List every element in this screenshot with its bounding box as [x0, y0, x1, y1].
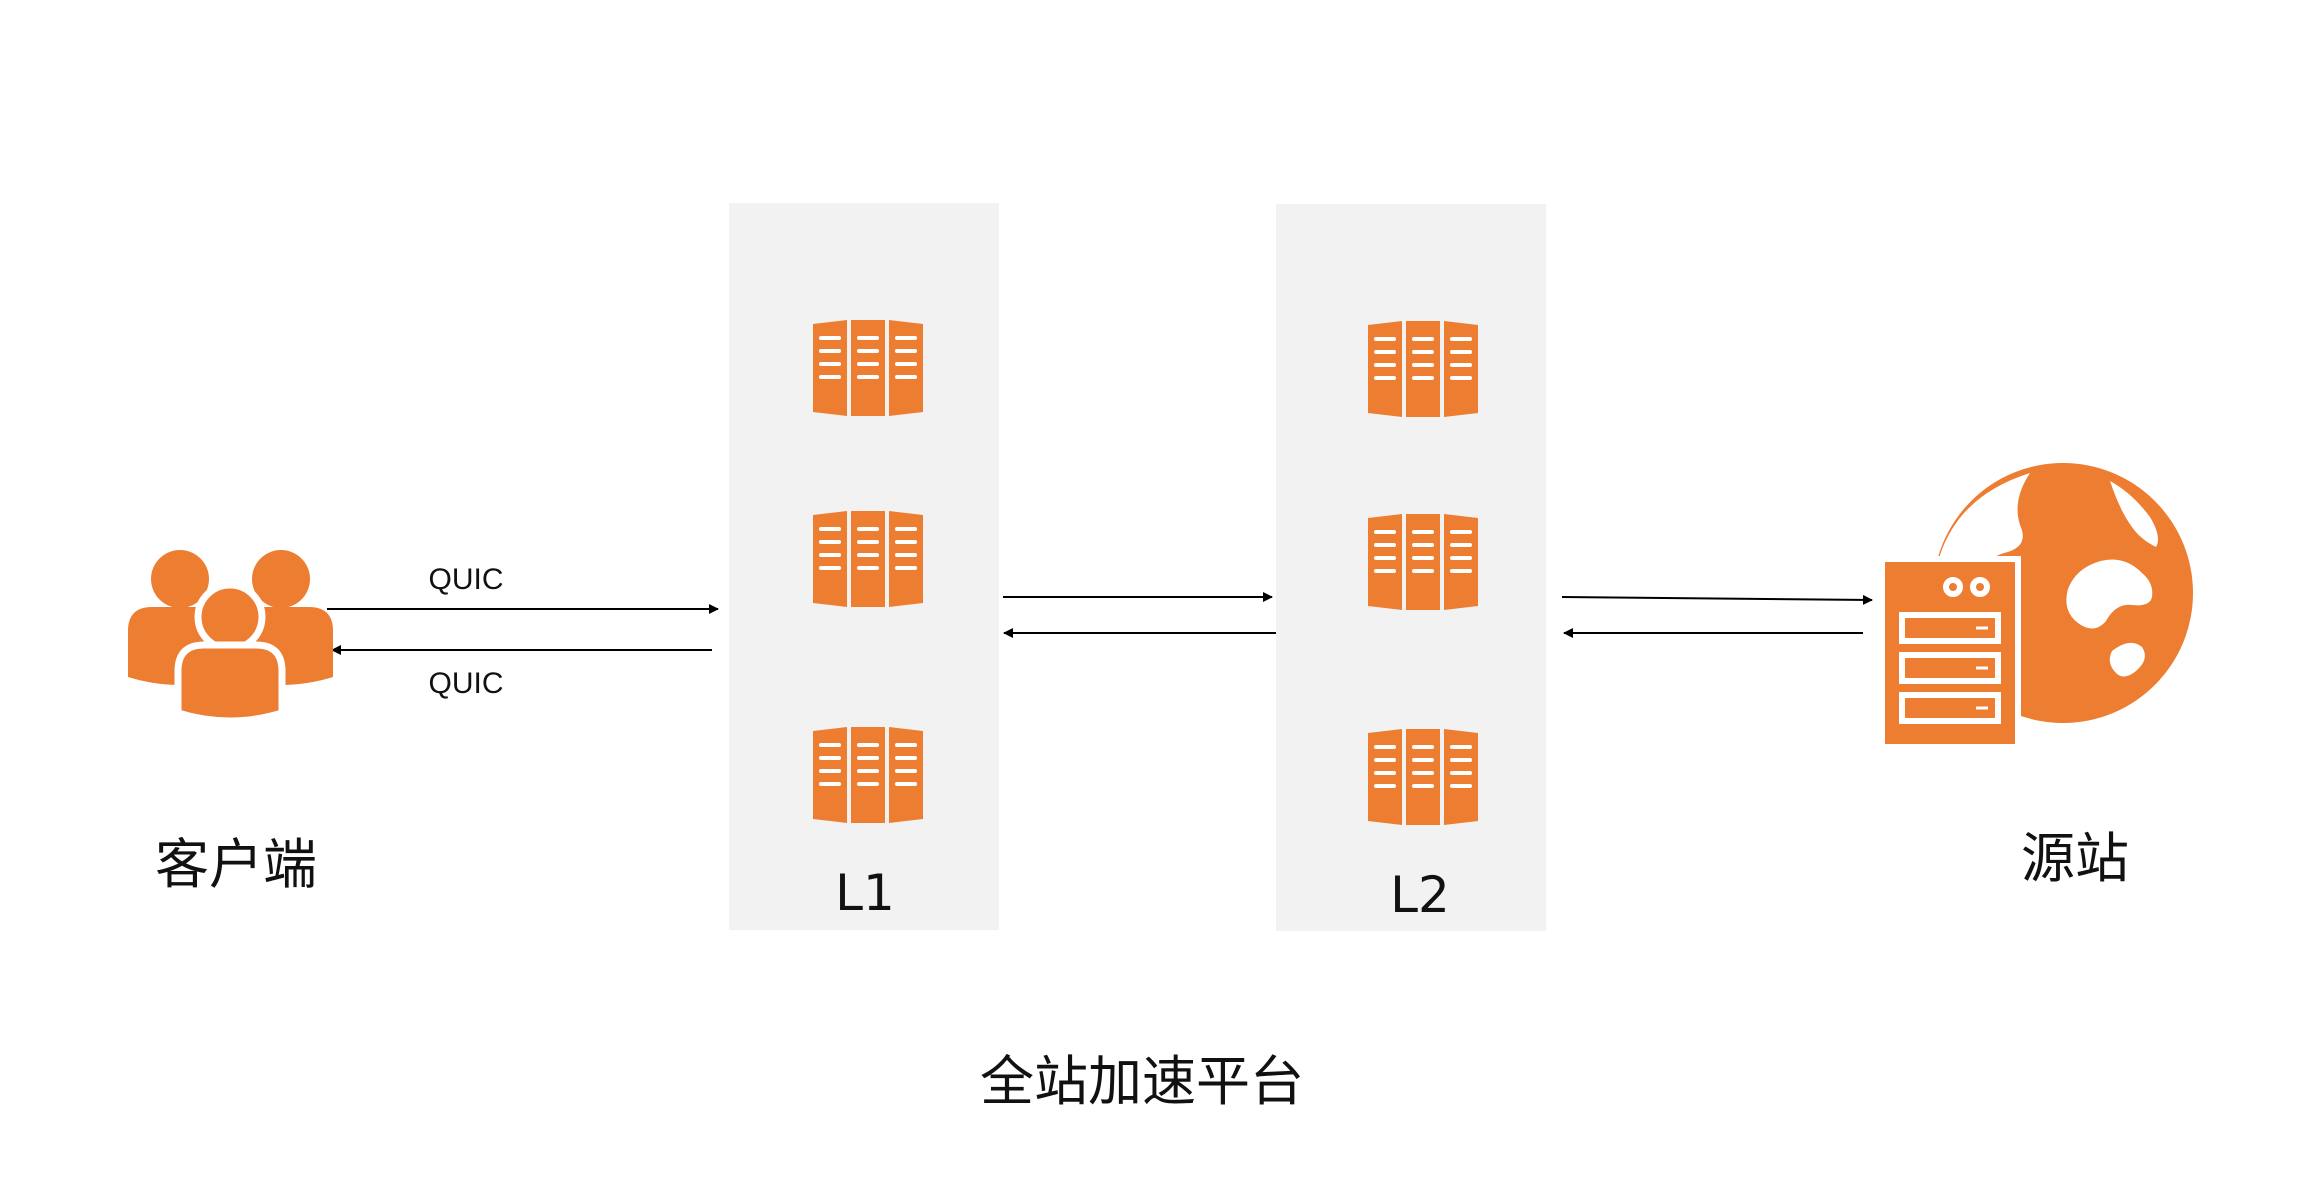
arrow-l2-to-origin: [1561, 594, 1873, 605]
l1-to-client-protocol-label: QUIC: [428, 667, 504, 700]
origin-label: 源站: [2021, 827, 2129, 890]
globe-server-icon: [1880, 463, 2193, 750]
users-group-icon: [128, 550, 333, 721]
platform-label: 全站加速平台: [980, 1050, 1304, 1113]
client-to-l1-protocol-label: QUIC: [428, 563, 504, 596]
l2-label: L2: [1390, 866, 1450, 924]
client-label: 客户端: [155, 833, 317, 896]
l1-label: L1: [835, 864, 895, 922]
